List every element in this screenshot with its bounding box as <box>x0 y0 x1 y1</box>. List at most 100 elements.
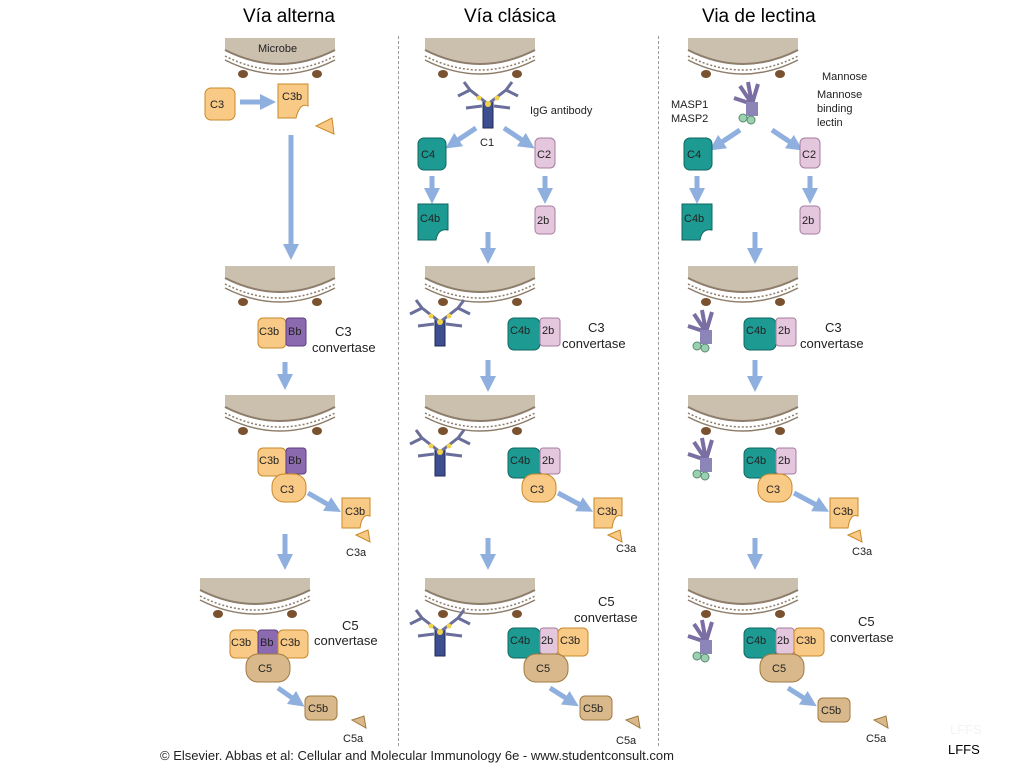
c4b-molecule: C4b <box>417 203 449 241</box>
microbe-membrane <box>424 577 536 619</box>
c3b-molecule: C3b <box>829 497 859 529</box>
svg-text:2b: 2b <box>542 325 554 337</box>
c4b-2b-complex: C4b 2b <box>743 317 797 351</box>
svg-text:C2: C2 <box>537 149 551 161</box>
svg-text:C4b: C4b <box>746 325 766 337</box>
arrow-icon <box>306 490 341 512</box>
svg-text:C3b: C3b <box>597 506 617 518</box>
c4-molecule: C4 <box>683 137 713 171</box>
c5-convertase-label: C5 <box>342 618 359 633</box>
svg-text:C4b: C4b <box>510 455 530 467</box>
svg-text:2b: 2b <box>537 215 549 227</box>
microbe-membrane <box>224 265 336 307</box>
igg-antibody-icon <box>456 80 520 130</box>
svg-text:C3b: C3b <box>282 91 302 103</box>
c5a-label: C5a <box>343 733 364 745</box>
microbe-membrane: Microbe <box>224 37 336 79</box>
svg-text:C4: C4 <box>687 149 701 161</box>
svg-text:convertase: convertase <box>800 336 864 351</box>
divider-left <box>398 36 399 746</box>
c5-convertase-complex: C3b Bb C3b C5 <box>229 629 309 683</box>
svg-text:C5: C5 <box>598 594 615 609</box>
c3b-bb-c3-complex: C3b Bb C3 <box>257 447 307 503</box>
svg-text:C5a: C5a <box>616 735 637 747</box>
c4b-2b-complex: C4b 2b <box>507 317 561 351</box>
svg-text:C3b: C3b <box>259 326 279 338</box>
svg-text:Bb: Bb <box>288 326 301 338</box>
svg-text:C3a: C3a <box>852 546 873 558</box>
arrow-icon <box>276 685 305 707</box>
svg-text:2b: 2b <box>778 325 790 337</box>
svg-text:C3: C3 <box>210 99 224 111</box>
svg-text:2b: 2b <box>802 215 814 227</box>
svg-text:C2: C2 <box>802 149 816 161</box>
c2-molecule: C2 <box>799 137 821 169</box>
svg-text:C3b: C3b <box>796 635 816 647</box>
svg-text:2b: 2b <box>542 455 554 467</box>
microbe-label: Microbe <box>258 43 297 55</box>
svg-text:C3a: C3a <box>616 543 637 555</box>
svg-text:binding: binding <box>817 103 852 115</box>
c3b-molecule: C3b <box>341 497 371 529</box>
svg-text:convertase: convertase <box>574 610 638 625</box>
igg-antibody-icon <box>408 428 472 478</box>
divider-right <box>658 36 659 746</box>
masp1-label: MASP1 <box>671 99 708 111</box>
svg-text:lectin: lectin <box>817 117 843 129</box>
c3-molecule: C3 <box>204 87 236 121</box>
igg-antibody-icon <box>408 298 472 348</box>
microbe-membrane <box>687 37 799 79</box>
c5b-molecule: C5b <box>304 695 338 721</box>
c3-convertase-label: C3 <box>335 324 352 339</box>
svg-text:C5: C5 <box>258 663 272 675</box>
c3-convertase-label: convertase <box>312 340 376 355</box>
column-title-classical: Vía clásica <box>464 6 556 27</box>
column-title-lectin: Via de lectina <box>702 6 816 27</box>
svg-text:C3b: C3b <box>280 637 300 649</box>
microbe-membrane <box>687 577 799 619</box>
mannose-label: Mannose <box>822 71 867 83</box>
svg-text:C4b: C4b <box>510 325 530 337</box>
svg-text:C3b: C3b <box>231 637 251 649</box>
mannose-binding-lectin-icon <box>732 80 760 126</box>
svg-text:C3b: C3b <box>345 506 365 518</box>
svg-text:C5: C5 <box>858 614 875 629</box>
svg-text:2b: 2b <box>541 635 553 647</box>
copyright-credit: © Elsevier. Abbas et al: Cellular and Mo… <box>160 748 674 763</box>
microbe-membrane <box>424 265 536 307</box>
svg-text:C3: C3 <box>766 484 780 496</box>
c5b-molecule: C5b <box>579 695 613 721</box>
c4-molecule: C4 <box>417 137 447 171</box>
column-title-alternative: Vía alterna <box>243 6 335 27</box>
c3a-fragment-icon <box>314 117 335 135</box>
svg-text:C5b: C5b <box>583 703 603 715</box>
c5a-fragment-icon <box>350 715 367 729</box>
c3a-fragment-icon <box>354 529 371 543</box>
c3b-molecule: C3b <box>593 497 623 529</box>
svg-text:C5b: C5b <box>308 703 328 715</box>
svg-text:Bb: Bb <box>288 455 301 467</box>
c2-molecule: C2 <box>534 137 556 169</box>
svg-text:C3b: C3b <box>560 635 580 647</box>
svg-text:convertase: convertase <box>562 336 626 351</box>
c1-label: C1 <box>480 137 494 149</box>
svg-text:2b: 2b <box>777 635 789 647</box>
microbe-membrane <box>687 265 799 307</box>
mannose-binding-lectin-icon <box>686 436 714 482</box>
svg-text:C4b: C4b <box>684 213 704 225</box>
c5-convertase-label: convertase <box>314 633 378 648</box>
svg-text:C4b: C4b <box>420 213 440 225</box>
watermark-label: LFFS <box>948 742 980 757</box>
watermark-ghost: LFFS <box>950 722 982 737</box>
microbe-membrane <box>199 577 311 619</box>
svg-text:Mannose: Mannose <box>817 89 862 101</box>
svg-text:C3: C3 <box>280 484 294 496</box>
svg-text:C4: C4 <box>421 149 435 161</box>
svg-text:C3b: C3b <box>259 455 279 467</box>
svg-text:C4b: C4b <box>510 635 530 647</box>
mannose-binding-lectin-icon <box>686 308 714 354</box>
